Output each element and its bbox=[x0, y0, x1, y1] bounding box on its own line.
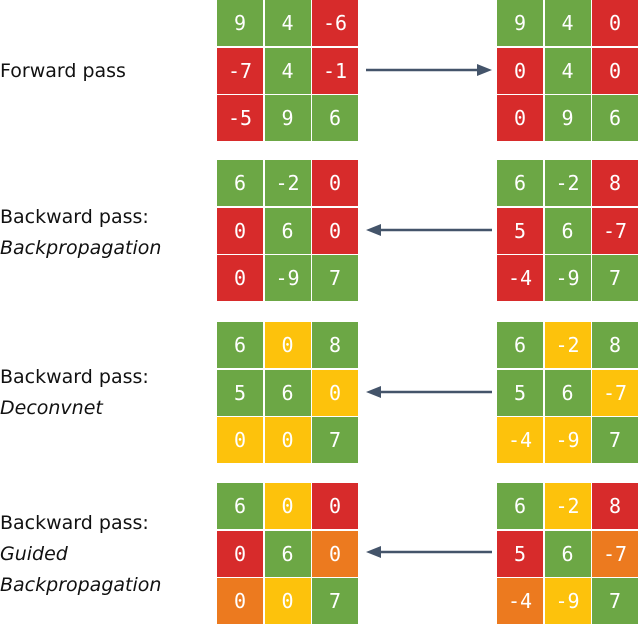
matrix-cell: 6 bbox=[497, 160, 543, 206]
matrix-cell: 4 bbox=[544, 0, 591, 46]
matrix-cell: 5 bbox=[497, 530, 543, 577]
label-line: Backward pass: bbox=[0, 512, 149, 534]
row-label-deconvnet: Backward pass: Deconvnet bbox=[0, 362, 149, 424]
matrix-cell: 8 bbox=[312, 322, 358, 368]
matrix-cell: -7 bbox=[592, 530, 638, 577]
label-line: Forward pass bbox=[0, 60, 126, 82]
matrix-cell: 0 bbox=[264, 417, 311, 463]
matrix-cell: 0 bbox=[312, 483, 358, 529]
matrix-cell: -2 bbox=[544, 160, 591, 206]
matrix-cell: 0 bbox=[217, 530, 263, 577]
matrix-cell: 4 bbox=[264, 47, 311, 94]
matrix-cell: 9 bbox=[544, 95, 591, 141]
matrix-cell: 0 bbox=[497, 47, 543, 94]
matrix-cell: 8 bbox=[592, 160, 638, 206]
arrow-left-icon bbox=[366, 546, 492, 558]
row-label-guided-backpropagation: Backward pass: Guided Backpropagation bbox=[0, 508, 161, 601]
matrix-cell: -9 bbox=[544, 578, 591, 624]
arrow-right-icon bbox=[366, 64, 492, 76]
matrix-cell: -9 bbox=[264, 255, 311, 301]
matrix-cell: 5 bbox=[217, 369, 263, 416]
label-line: Backward pass: bbox=[0, 366, 149, 388]
matrix-cell: 0 bbox=[264, 322, 311, 368]
matrix-cell: 5 bbox=[497, 207, 543, 254]
matrix-cell: 9 bbox=[217, 0, 263, 46]
matrix-cell: 0 bbox=[217, 417, 263, 463]
matrix-cell: 7 bbox=[592, 255, 638, 301]
matrix-cell: 4 bbox=[544, 47, 591, 94]
arrow-left-icon bbox=[366, 224, 492, 236]
matrix-cell: 6 bbox=[312, 95, 358, 141]
matrix-cell: 8 bbox=[592, 322, 638, 368]
matrix-cell: 6 bbox=[217, 160, 263, 206]
matrix-cell: -4 bbox=[497, 255, 543, 301]
matrix-cell: 6 bbox=[544, 530, 591, 577]
row-label-forward-pass: Forward pass bbox=[0, 56, 126, 87]
matrix-cell: -4 bbox=[497, 417, 543, 463]
matrix-cell: -5 bbox=[217, 95, 263, 141]
matrix-cell: 6 bbox=[592, 95, 638, 141]
matrix-cell: -4 bbox=[497, 578, 543, 624]
matrix-cell: 0 bbox=[592, 0, 638, 46]
matrix-cell: 0 bbox=[264, 578, 311, 624]
label-line-method: Backpropagation bbox=[0, 237, 162, 259]
matrix-cell: 0 bbox=[312, 530, 358, 577]
label-line-method: Deconvnet bbox=[0, 397, 103, 419]
matrix-cell: 7 bbox=[312, 255, 358, 301]
matrix-cell: 6 bbox=[544, 207, 591, 254]
matrix-cell: -1 bbox=[312, 47, 358, 94]
matrix-cell: 9 bbox=[264, 95, 311, 141]
matrix-cell: -2 bbox=[544, 483, 591, 529]
matrix-cell: 4 bbox=[264, 0, 311, 46]
matrix-cell: 0 bbox=[217, 255, 263, 301]
matrix-cell: 6 bbox=[544, 369, 591, 416]
matrix-cell: -9 bbox=[544, 255, 591, 301]
matrix-cell: 0 bbox=[264, 483, 311, 529]
label-line-method: Guided bbox=[0, 543, 68, 565]
matrix-cell: 0 bbox=[217, 578, 263, 624]
matrix-cell: 0 bbox=[217, 207, 263, 254]
matrix-cell: 0 bbox=[312, 160, 358, 206]
matrix-cell: 7 bbox=[312, 417, 358, 463]
label-line: Backward pass: bbox=[0, 206, 149, 228]
matrix-cell: 0 bbox=[497, 95, 543, 141]
matrix-cell: 6 bbox=[264, 369, 311, 416]
matrix-cell: 0 bbox=[312, 369, 358, 416]
arrow-left-icon bbox=[366, 386, 492, 398]
matrix-cell: 8 bbox=[592, 483, 638, 529]
matrix-cell: 7 bbox=[312, 578, 358, 624]
label-line-method: Backpropagation bbox=[0, 574, 162, 596]
matrix-cell: 6 bbox=[497, 322, 543, 368]
matrix-cell: 6 bbox=[217, 483, 263, 529]
matrix-cell: -2 bbox=[544, 322, 591, 368]
matrix-cell: -2 bbox=[264, 160, 311, 206]
matrix-cell: 6 bbox=[217, 322, 263, 368]
matrix-cell: -7 bbox=[217, 47, 263, 94]
matrix-cell: 6 bbox=[264, 530, 311, 577]
matrix-cell: 6 bbox=[497, 483, 543, 529]
matrix-cell: 5 bbox=[497, 369, 543, 416]
matrix-cell: -7 bbox=[592, 207, 638, 254]
matrix-cell: -9 bbox=[544, 417, 591, 463]
matrix-cell: -6 bbox=[312, 0, 358, 46]
matrix-cell: 7 bbox=[592, 417, 638, 463]
matrix-cell: 7 bbox=[592, 578, 638, 624]
matrix-cell: 9 bbox=[497, 0, 543, 46]
row-label-backpropagation: Backward pass: Backpropagation bbox=[0, 202, 161, 264]
matrix-cell: 6 bbox=[264, 207, 311, 254]
matrix-cell: 0 bbox=[592, 47, 638, 94]
matrix-cell: -7 bbox=[592, 369, 638, 416]
matrix-cell: 0 bbox=[312, 207, 358, 254]
